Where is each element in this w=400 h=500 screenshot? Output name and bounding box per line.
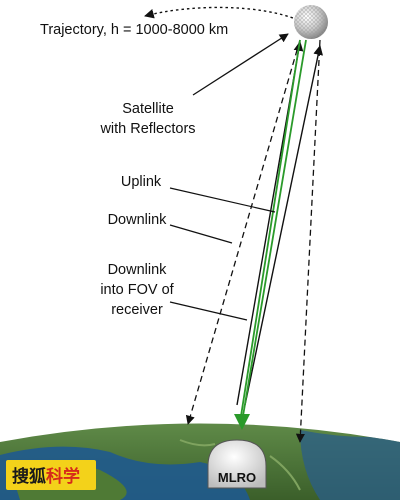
satellite-label-line1: Satellite — [122, 101, 174, 117]
uplink-beam-2 — [242, 39, 307, 417]
downlink-cone-left — [185, 39, 301, 425]
downlink-fov-label-line2: into FOV of — [100, 282, 174, 298]
downlink-fov-label-line3: receiver — [111, 302, 163, 318]
trajectory-label: Trajectory, h = 1000-8000 km — [40, 22, 228, 38]
mlro-label: MLRO — [218, 470, 256, 485]
watermark-text-1: 搜狐 — [12, 466, 46, 487]
trajectory-arc — [144, 6, 299, 21]
uplink-beam — [240, 39, 301, 417]
sea-region — [300, 430, 400, 500]
downlink-cone-right — [295, 39, 321, 443]
downlink-fov-pointer — [169, 301, 248, 321]
uplink-label: Uplink — [121, 174, 162, 190]
watermark-logo: 搜狐科学 — [6, 460, 96, 490]
downlink-label: Downlink — [108, 212, 168, 228]
downlink-fov-label-line1: Downlink — [108, 262, 168, 278]
satellite-label-line2: with Reflectors — [99, 121, 195, 137]
svg-text:搜狐科学: 搜狐科学 — [12, 466, 80, 487]
downlink-pointer — [169, 224, 233, 244]
satellite — [294, 5, 328, 39]
uplink-arrowhead — [234, 414, 250, 430]
satellite-pointer — [192, 33, 289, 96]
mlro-station: MLRO — [207, 439, 267, 489]
watermark-text-2: 科学 — [46, 466, 80, 487]
uplink-pointer — [169, 187, 276, 213]
downlink-line-right — [244, 45, 323, 406]
